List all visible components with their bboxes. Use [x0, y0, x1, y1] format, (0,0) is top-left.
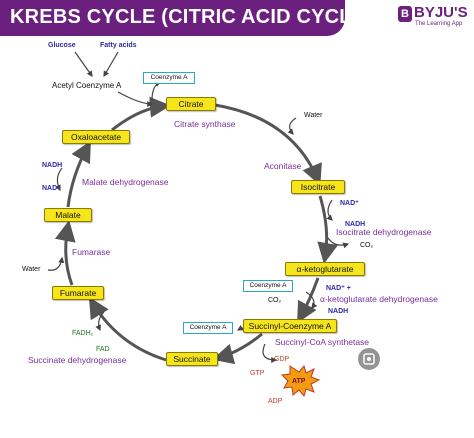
- coenzyme-a-keto: Coenzyme A: [243, 280, 293, 292]
- water-left: Water: [22, 266, 41, 273]
- lens-icon: [363, 353, 375, 365]
- arrow-fad: [95, 311, 105, 332]
- logo-mark: B: [398, 6, 412, 22]
- enzyme-malate-dehydrogenase: Malate dehydrogenase: [82, 177, 169, 187]
- co2-ketoglutarate: CO₂: [268, 297, 282, 304]
- coenzyme-a-succinyl: Coenzyme A: [183, 322, 233, 334]
- gdp: GDP: [274, 356, 290, 363]
- enzyme-succinate-dehydrogenase: Succinate dehydrogenase: [28, 355, 127, 365]
- arrow-water-left: [47, 256, 65, 271]
- arrow-fumarate-malate: [54, 220, 76, 286]
- arrow-fattyacids: [103, 51, 119, 78]
- arrow-gdp: [262, 343, 278, 363]
- node-malate: Malate: [44, 208, 92, 222]
- node-succinate: Succinate: [166, 352, 218, 366]
- arrow-keto-cofactors: [305, 291, 318, 309]
- nadh-ketoglutarate: NADH: [328, 308, 349, 315]
- title-banner: KREBS CYCLE (CITRIC ACID CYCLE): [0, 0, 372, 36]
- arrow-oxaloacetate-citrate: [111, 96, 171, 132]
- nad-malate: NAD⁺: [42, 185, 61, 192]
- nadh-isocitrate: NADH: [345, 221, 366, 228]
- atp: ATP: [292, 378, 306, 385]
- arrow-malate-oxaloacetate: [66, 140, 91, 208]
- arrow-coa-out: [151, 81, 162, 101]
- nadh-malate: NADH: [42, 162, 63, 169]
- coenzyme-a-released-citrate: Coenzyme A: [143, 72, 195, 84]
- arrow-co2-iso: [327, 237, 350, 249]
- enzyme-fumarase: Fumarase: [72, 247, 111, 257]
- image-search-button[interactable]: [358, 348, 380, 370]
- node-oxaloacetate: Oxaloacetate: [62, 130, 130, 144]
- atp-burst: [280, 364, 321, 398]
- adp: ADP: [268, 398, 283, 405]
- acetyl-coa-label: Acetyl Coenzyme A: [52, 81, 122, 90]
- nad-ketoglutarate: NAD⁺ +: [326, 285, 351, 292]
- fatty-acids-label: Fatty acids: [100, 42, 137, 49]
- arrow-isocitrate-keto: [317, 195, 338, 264]
- arrow-citrate-isocitrate: [214, 103, 322, 186]
- node-isocitrate: Isocitrate: [291, 180, 345, 194]
- logo-name: BYJU'S: [414, 4, 468, 21]
- arrow-keto-succinylcoa: [297, 277, 320, 324]
- arrow-succinylcoa-succinate: [212, 332, 263, 365]
- arrow-acetylcoa-in: [117, 91, 154, 107]
- arrow-nadh-mal: [55, 167, 63, 192]
- enzyme-aconitase: Aconitase: [264, 161, 302, 171]
- enzyme-succinyl-coa-synthetase: Succinyl-CoA synthetase: [275, 337, 370, 347]
- node-succinyl-coa: Succinyl-Coenzyme A: [243, 319, 337, 333]
- water-top: Water: [304, 112, 323, 119]
- diagram-title: KREBS CYCLE (CITRIC ACID CYCLE): [10, 6, 373, 28]
- node-citrate: Citrate: [166, 97, 216, 111]
- glucose-label: Glucose: [48, 42, 76, 49]
- arrow-glucose: [74, 51, 93, 77]
- fad: FAD: [96, 346, 110, 353]
- fadh2: FADH₂: [72, 330, 94, 337]
- gtp: GTP: [250, 370, 265, 377]
- enzyme-citrate-synthase: Citrate synthase: [174, 119, 236, 129]
- byjus-logo: B BYJU'S The Learning App: [398, 4, 470, 34]
- arrow-succinate-fumarate: [88, 296, 167, 362]
- nad-isocitrate: NAD⁺: [340, 200, 359, 207]
- co2-isocitrate: CO₂: [360, 242, 374, 249]
- enzyme-isocitrate-dehydrogenase: Isocitrate dehydrogenase: [336, 227, 432, 237]
- node-alpha-ketoglutarate: α-ketoglutarate: [285, 262, 365, 276]
- logo-tagline: The Learning App: [415, 21, 463, 27]
- arrow-nad-iso: [326, 199, 333, 221]
- node-fumarate: Fumarate: [52, 286, 104, 300]
- enzyme-ketoglutarate-dehydrogenase: α-ketoglutarate dehydrogenase: [320, 294, 438, 304]
- arrow-water-top: [287, 117, 297, 135]
